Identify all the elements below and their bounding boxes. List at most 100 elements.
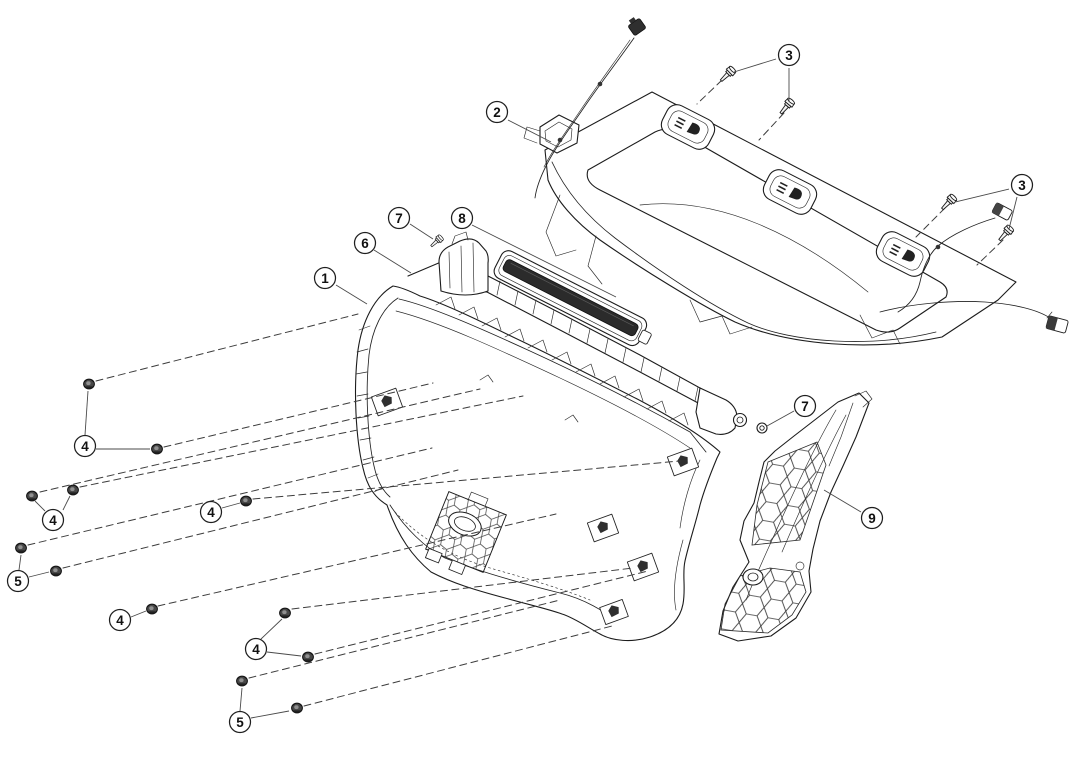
screw [776, 96, 797, 117]
callout-number: 7 [395, 211, 403, 226]
leader-line [239, 687, 243, 712]
callout-number: 8 [458, 211, 466, 226]
assembly-line [163, 382, 434, 448]
leader-line [260, 618, 283, 640]
clip-nut [15, 542, 27, 554]
callout-7[interactable]: 7 [387, 206, 434, 240]
upper-trim-strip [407, 231, 748, 435]
callout-bubble[interactable] [450, 206, 474, 230]
parcel-shelf [523, 91, 1017, 346]
anchor-cover [660, 104, 716, 150]
trim-panel [354, 285, 721, 642]
leader-line [471, 224, 617, 298]
callout-9[interactable]: 9 [823, 489, 884, 530]
callout-bubble[interactable] [41, 508, 65, 532]
assembly-line [157, 513, 557, 607]
callout-bubble[interactable] [485, 100, 509, 124]
clip-nut [26, 490, 38, 502]
clip-bracket [666, 447, 700, 477]
leader-line [28, 571, 50, 578]
callout-bubble[interactable] [228, 710, 252, 734]
callout-3[interactable]: 3 [733, 43, 801, 103]
callout-1[interactable]: 1 [313, 266, 368, 305]
assembly-line [248, 599, 561, 679]
callout-bubble[interactable] [73, 434, 97, 458]
leader-line [409, 223, 434, 240]
leader-line [130, 610, 147, 618]
callout-number: 4 [252, 642, 260, 657]
callout-4[interactable]: 4 [108, 608, 147, 632]
callout-bubble[interactable] [353, 231, 377, 255]
assembly-dashed-lines [27, 79, 1004, 707]
leader-line [18, 554, 22, 571]
clip-bracket [599, 599, 629, 625]
assembly-line [314, 570, 649, 655]
callout-5[interactable]: 5 [228, 687, 290, 734]
assembly-line [696, 79, 723, 105]
assembly-line [976, 239, 1004, 266]
assembly-line [291, 567, 634, 610]
clip-nut [67, 484, 79, 496]
callout-6[interactable]: 6 [353, 231, 412, 274]
callout-3[interactable]: 3 [954, 173, 1034, 230]
callout-bubble[interactable] [244, 637, 268, 661]
assembly-line [79, 395, 524, 488]
leader-line [373, 249, 412, 274]
callout-bubble[interactable] [387, 206, 411, 230]
leader-line [250, 710, 290, 719]
callout-5[interactable]: 5 [6, 554, 50, 593]
callout-bubble[interactable] [860, 506, 884, 530]
assembly-line [303, 625, 613, 707]
leader-line [335, 284, 368, 305]
callout-number: 1 [321, 271, 329, 286]
callout-number: 3 [1018, 178, 1026, 193]
clip-bracket [626, 552, 660, 582]
callout-bubble[interactable] [793, 394, 817, 418]
wire-harness-top [534, 17, 646, 199]
assembly-line [252, 460, 681, 500]
callout-number: 3 [785, 48, 793, 63]
callout-2[interactable]: 2 [485, 100, 552, 143]
callout-4[interactable]: 4 [244, 618, 302, 661]
callout-number: 2 [493, 105, 501, 120]
assembly-line [62, 469, 459, 569]
callout-4[interactable]: 4 [73, 390, 151, 458]
callout-bubble[interactable] [777, 43, 801, 67]
callout-number: 6 [361, 236, 369, 251]
callout-4[interactable]: 4 [34, 495, 71, 532]
callout-number: 4 [207, 505, 215, 520]
leader-line [84, 390, 89, 436]
callout-8[interactable]: 8 [450, 206, 617, 298]
wire-harness-right [879, 202, 1069, 334]
leader-line [1008, 196, 1018, 230]
leader-line [823, 489, 862, 513]
callout-bubble[interactable] [108, 608, 132, 632]
clip-nut [291, 702, 303, 714]
callout-bubble[interactable] [313, 266, 337, 290]
callout-bubble[interactable] [199, 500, 223, 524]
callout-number: 5 [14, 574, 22, 589]
callout-number: 4 [49, 513, 57, 528]
callout-number: 5 [236, 715, 244, 730]
callout-4[interactable]: 4 [199, 500, 241, 524]
callout-7[interactable]: 7 [766, 394, 817, 427]
assembly-line [758, 112, 785, 141]
clip-bracket [370, 387, 404, 417]
leader-line [733, 58, 777, 73]
shelf-bracket [523, 114, 580, 154]
leader-line [62, 495, 71, 511]
callout-bubble[interactable] [6, 569, 30, 593]
callout-number: 7 [801, 399, 809, 414]
callout-number: 4 [116, 613, 124, 628]
anchor-cover [762, 169, 818, 215]
grommet [756, 422, 768, 434]
assembly-line [95, 313, 359, 382]
clip-nut [279, 607, 291, 619]
clip-nut [83, 378, 95, 390]
callout-bubble[interactable] [1010, 173, 1034, 197]
leader-line [266, 651, 302, 657]
stop-lamp [493, 250, 652, 347]
clip-bracket [586, 513, 620, 543]
leader-line [954, 188, 1010, 203]
